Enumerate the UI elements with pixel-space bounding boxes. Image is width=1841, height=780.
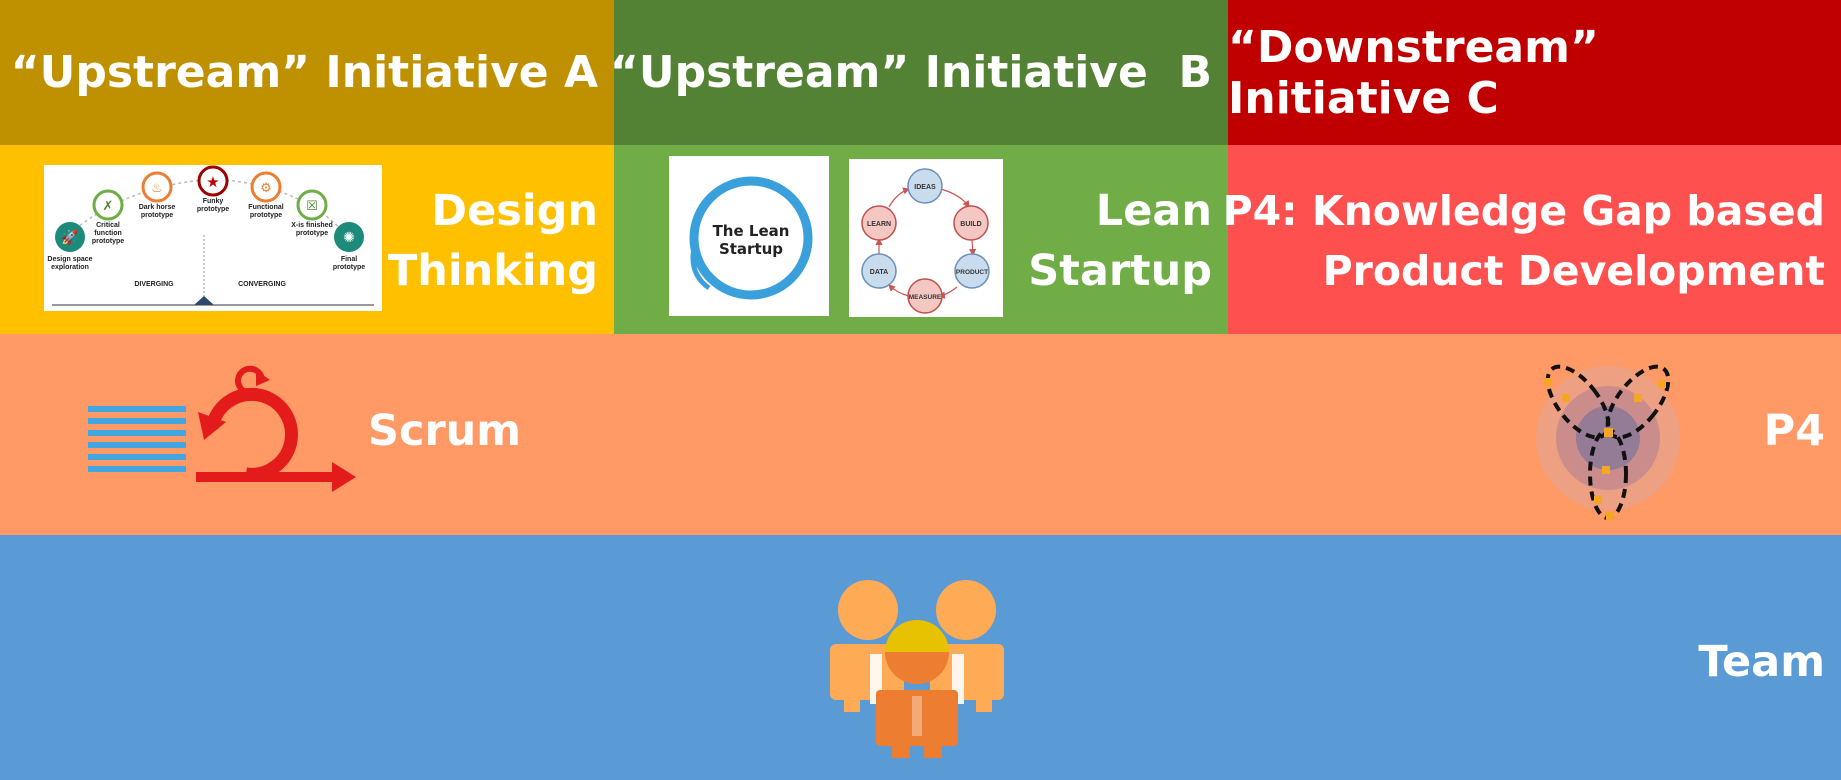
design-thinking-label: Design Thinking	[387, 186, 598, 296]
process-row: Scrum P4	[0, 334, 1841, 535]
lean-logo-line-2: Startup	[719, 240, 783, 258]
cycle-step-measure: MEASURE	[909, 294, 942, 301]
team-label: Team	[1698, 637, 1825, 687]
diverging-label: DIVERGING	[134, 281, 174, 288]
initiative-b-title: “Upstream” Initiative B	[609, 47, 1212, 98]
lean-cycle-graphic: IDEAS BUILD PRODUCT MEASURE DATA LEARN	[849, 159, 1003, 317]
cycle-step-learn: LEARN	[867, 221, 891, 228]
cycle-step-build: BUILD	[960, 221, 981, 228]
initiative-c-title: “Downstream” Initiative C	[1228, 21, 1599, 124]
lean-startup-cell: The Lean Startup IDEAS BUILD PROD	[614, 145, 1228, 334]
cycle-step-product: PRODUCT	[956, 269, 988, 276]
cycle-step-data: DATA	[870, 269, 888, 276]
svg-text:✗: ✗	[103, 199, 114, 214]
svg-text:🚀: 🚀	[61, 229, 79, 246]
cycle-step-ideas: IDEAS	[914, 184, 936, 191]
p4-label: P4	[1763, 406, 1825, 456]
initiative-a-header: “Upstream” Initiative A	[0, 0, 614, 145]
svg-text:⚙: ⚙	[260, 181, 272, 196]
lean-cycle-diagram: IDEAS BUILD PRODUCT MEASURE DATA LEARN	[861, 168, 990, 314]
lean-startup-ring: The Lean Startup	[689, 176, 813, 300]
initiative-c-header: “Downstream” Initiative C	[1228, 0, 1841, 145]
svg-text:☒: ☒	[306, 199, 318, 214]
p4-method-cell: P4: Knowledge Gap based Product Developm…	[1223, 145, 1841, 334]
svg-text:♨: ♨	[151, 181, 163, 196]
team-row: Team	[0, 535, 1841, 780]
scrum-label: Scrum	[368, 406, 522, 456]
initiative-a-title: “Upstream” Initiative A	[10, 47, 598, 98]
initiative-b-header: “Upstream” Initiative B	[610, 0, 1228, 145]
lean-logo-line-1: The Lean	[713, 222, 790, 240]
team-icon	[830, 580, 1004, 758]
p4-method-label: P4: Knowledge Gap based Product Developm…	[1222, 187, 1825, 295]
p4-network-icon	[1536, 364, 1680, 520]
lean-startup-label: Lean Startup	[1028, 186, 1212, 296]
lean-startup-logo: The Lean Startup	[669, 156, 829, 316]
svg-text:★: ★	[206, 173, 219, 191]
scrum-icon	[88, 365, 356, 492]
svg-text:✺: ✺	[343, 230, 355, 246]
converging-label: CONVERGING	[238, 281, 286, 288]
